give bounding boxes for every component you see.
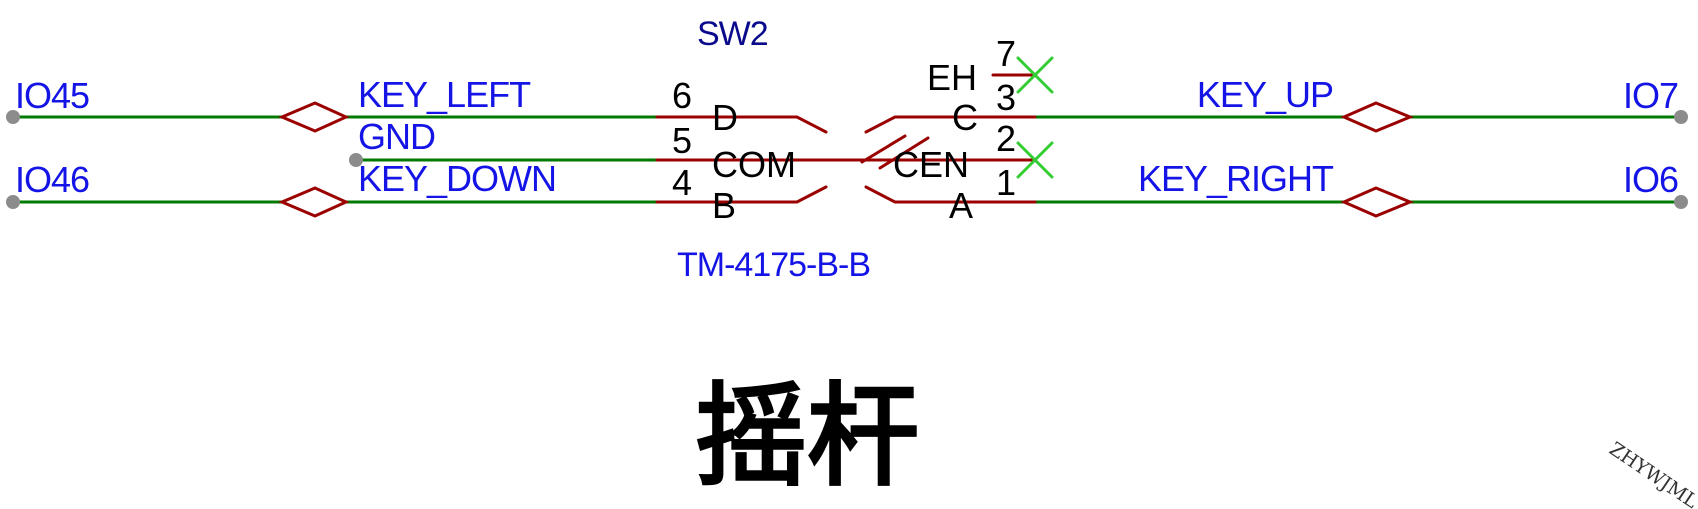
net-label-gnd: GND bbox=[358, 116, 435, 157]
part-number-label: TM-4175-B-B bbox=[677, 246, 870, 284]
contact-c bbox=[864, 115, 1037, 134]
designator-label: SW2 bbox=[697, 15, 768, 53]
pin-number-6: 6 bbox=[672, 75, 692, 116]
no-connect-pin-2 bbox=[1016, 141, 1054, 179]
pin-number-1: 1 bbox=[996, 162, 1016, 203]
endpoint-io45 bbox=[6, 110, 20, 124]
net-label-io6: IO6 bbox=[1623, 159, 1678, 200]
pin-name-b: B bbox=[712, 185, 736, 226]
net-label-io46: IO46 bbox=[15, 159, 89, 200]
pin-number-5: 5 bbox=[672, 120, 692, 161]
endpoint-io6 bbox=[1674, 195, 1688, 209]
contact-b bbox=[655, 185, 828, 204]
pin-name-d: D bbox=[712, 97, 738, 138]
contact-d bbox=[655, 115, 828, 134]
lever-line-2 bbox=[878, 136, 930, 170]
pin-number-3: 3 bbox=[996, 77, 1016, 118]
caption-title: 摇杆 bbox=[695, 372, 919, 502]
pin-name-a: A bbox=[949, 185, 973, 226]
pin-name-c: C bbox=[952, 97, 978, 138]
lever-line-1 bbox=[860, 134, 907, 164]
port-key-down bbox=[278, 186, 350, 218]
port-key-left bbox=[278, 101, 350, 133]
endpoint-gnd bbox=[349, 153, 363, 167]
net-label-key-left: KEY_LEFT bbox=[358, 74, 531, 115]
net-label-key-right: KEY_RIGHT bbox=[1138, 158, 1334, 199]
net-label-key-down: KEY_DOWN bbox=[358, 158, 556, 199]
contact-a bbox=[864, 185, 1037, 204]
port-key-right bbox=[1340, 186, 1414, 218]
pin-name-eh: EH bbox=[927, 57, 977, 98]
endpoint-io7 bbox=[1674, 110, 1688, 124]
pin-number-7: 7 bbox=[996, 33, 1016, 74]
switch-sw2 bbox=[655, 73, 1037, 204]
net-label-io45: IO45 bbox=[15, 75, 89, 116]
endpoint-io46 bbox=[6, 195, 20, 209]
port-key-up bbox=[1340, 101, 1414, 133]
net-label-io7: IO7 bbox=[1623, 75, 1678, 116]
pin-number-2: 2 bbox=[996, 118, 1016, 159]
net-label-key-up: KEY_UP bbox=[1197, 74, 1333, 115]
pin-number-4: 4 bbox=[672, 162, 692, 203]
watermark-text: ZHYWJML bbox=[1605, 438, 1698, 509]
no-connect-pin-7 bbox=[1016, 56, 1054, 94]
pin-name-com: COM bbox=[712, 144, 796, 185]
pin-name-cen: CEN bbox=[893, 144, 969, 185]
